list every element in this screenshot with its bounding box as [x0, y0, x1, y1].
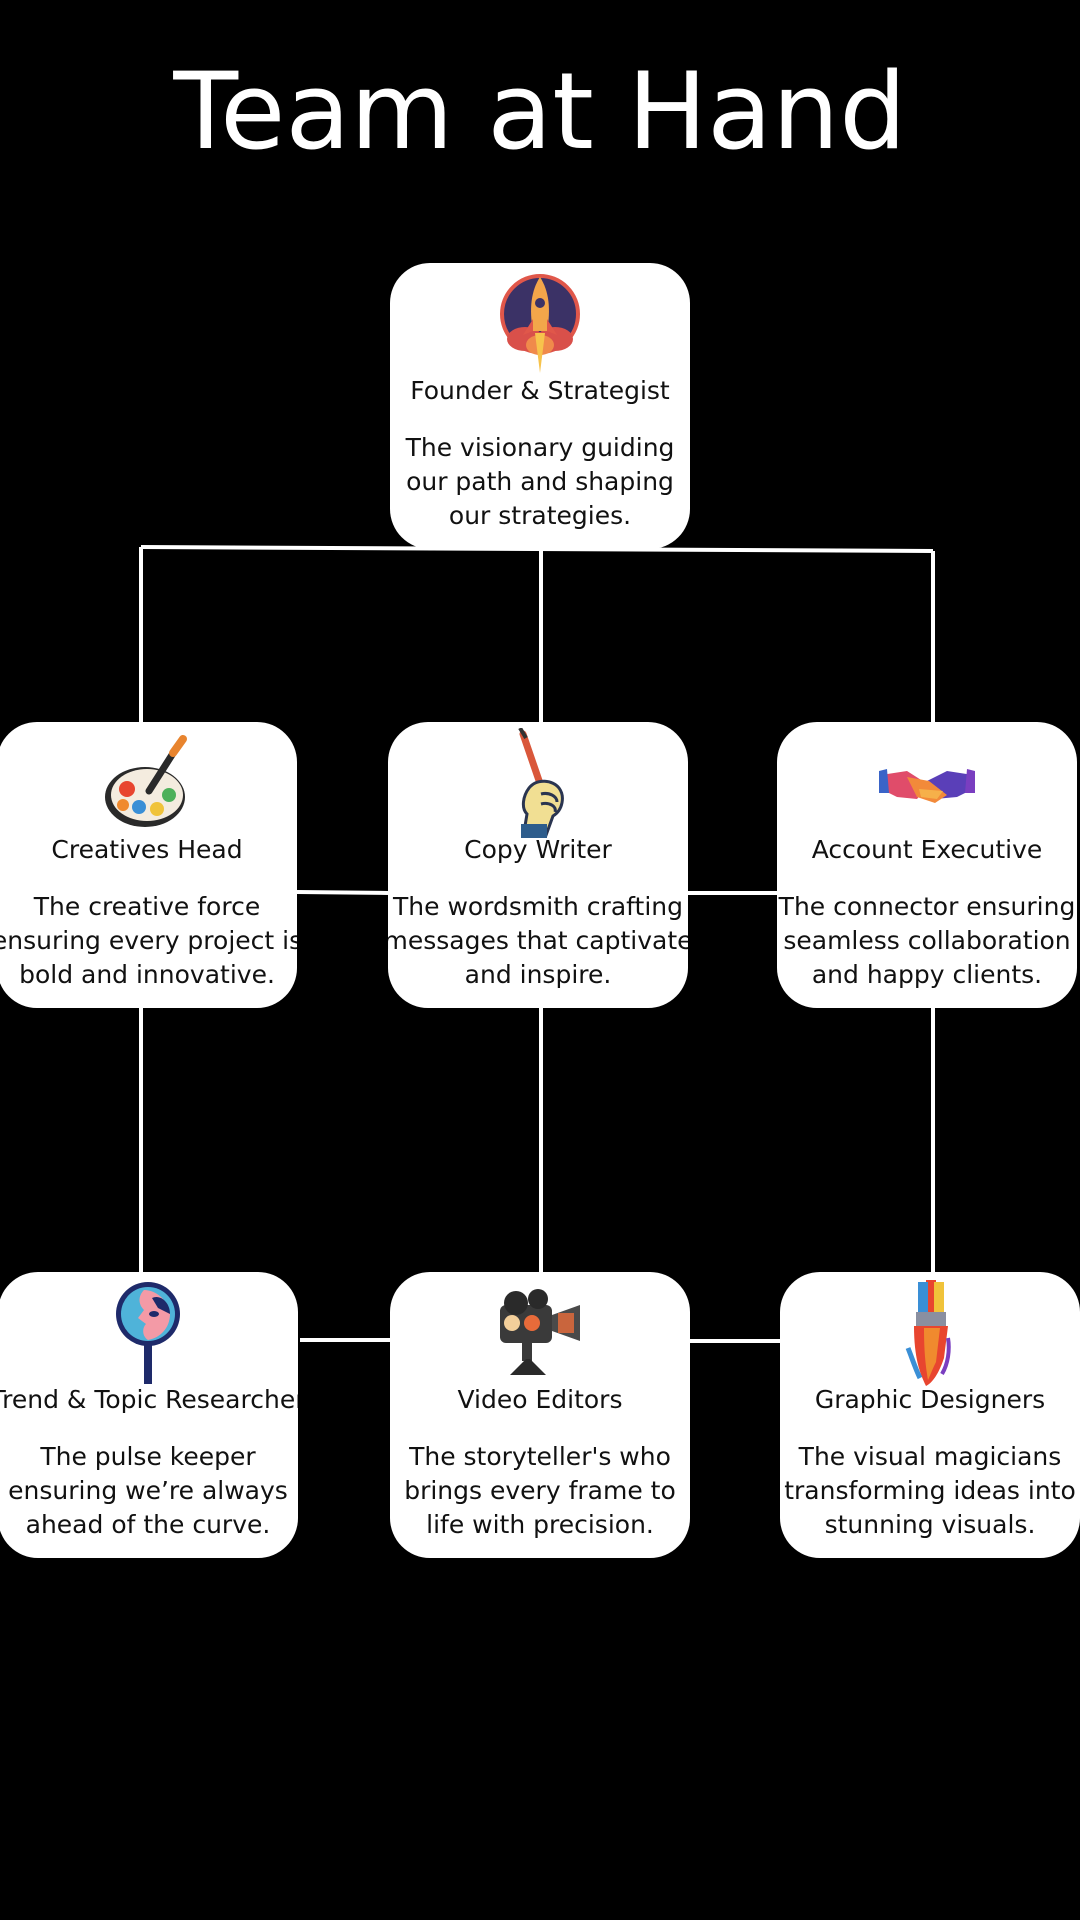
member-card-graphic-designers: Graphic Designers The visual magicians t… [780, 1272, 1080, 1558]
member-description: The visionary guiding our path and shapi… [405, 433, 675, 530]
member-role: Copy Writer [464, 835, 612, 864]
member-description: The storyteller's who brings every frame… [404, 1442, 676, 1539]
member-description: The visual magicians transforming ideas … [784, 1442, 1076, 1539]
member-description: The wordsmith crafting messages that cap… [388, 892, 688, 989]
member-card-researcher: Trend & Topic Researcher The pulse keepe… [0, 1272, 298, 1558]
member-description: The connector ensuring seamless collabor… [778, 892, 1076, 989]
member-description: The creative force ensuring every projec… [0, 892, 297, 989]
paint-palette-icon [0, 728, 297, 838]
handshake-icon [777, 728, 1077, 838]
member-description: The pulse keeper ensuring we’re always a… [8, 1442, 288, 1539]
member-card-founder: Founder & Strategist The visionary guidi… [390, 263, 690, 549]
member-card-account-executive: Account Executive The connector ensuring… [777, 722, 1077, 1008]
member-role: Founder & Strategist [410, 376, 670, 405]
member-card-creatives-head: Creatives Head The creative force ensuri… [0, 722, 297, 1008]
member-role: Video Editors [457, 1385, 623, 1414]
connector-founder-row [140, 545, 934, 553]
member-card-video-editors: Video Editors The storyteller's who brin… [390, 1272, 690, 1558]
hand-pencil-icon [388, 728, 688, 838]
paintbrush-icon [780, 1278, 1080, 1388]
connector-mid-row-left [296, 890, 389, 895]
member-role: Trend & Topic Researcher [0, 1385, 298, 1414]
magnifier-face-icon [0, 1278, 298, 1388]
member-role: Account Executive [811, 835, 1043, 864]
member-role: Graphic Designers [814, 1385, 1046, 1414]
member-role: Creatives Head [51, 835, 243, 864]
page-title: Team at Hand [173, 50, 907, 173]
rocket-icon [390, 269, 690, 379]
member-card-copy-writer: Copy Writer The wordsmith crafting messa… [388, 722, 688, 1008]
film-camera-icon [390, 1278, 690, 1388]
